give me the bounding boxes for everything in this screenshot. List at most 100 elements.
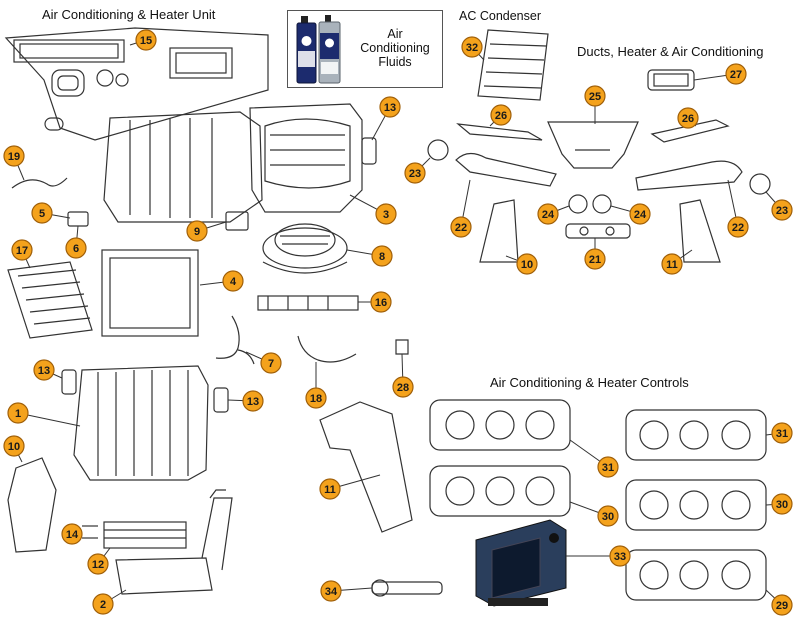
callout-13[interactable]: 13 [242,390,264,412]
callout-30[interactable]: 30 [597,505,619,527]
section-title-ac-condenser: AC Condenser [459,9,541,23]
callout-26[interactable]: 26 [490,104,512,126]
part-13-actuator-left [61,369,77,395]
part-13-actuator-right [213,387,229,413]
callout-18[interactable]: 18 [305,387,327,409]
callout-circle [135,29,157,51]
callout-number: 13 [38,365,50,377]
callout-23[interactable]: 23 [771,199,793,221]
callout-15[interactable]: 15 [135,29,157,51]
part-13-actuator [361,137,377,165]
callout-13[interactable]: 13 [33,359,55,381]
callout-6[interactable]: 6 [65,237,87,259]
callout-28[interactable]: 28 [392,376,414,398]
callout-number: 6 [73,243,79,255]
callout-32[interactable]: 32 [461,36,483,58]
callout-7[interactable]: 7 [260,352,282,374]
callout-number: 11 [324,484,336,496]
callout-14[interactable]: 14 [61,523,83,545]
callout-25[interactable]: 25 [584,85,606,107]
callout-circle [537,203,559,225]
callout-number: 19 [8,151,20,163]
callout-number: 10 [521,259,533,271]
callout-number: 9 [194,226,200,238]
callout-19[interactable]: 19 [3,145,25,167]
callout-24[interactable]: 24 [629,203,651,225]
callout-11[interactable]: 11 [319,478,341,500]
part-16-cabin-filter [257,295,359,311]
part-8-blower-motor [262,223,348,274]
callout-22[interactable]: 22 [727,216,749,238]
ac-fluids-label: Air Conditioning Fluids [360,27,430,69]
callout-4[interactable]: 4 [222,270,244,292]
callout-circle [727,216,749,238]
callout-number: 14 [66,529,79,541]
callout-number: 2 [100,599,106,611]
part-4-evaporator [101,249,199,337]
callout-26[interactable]: 26 [677,107,699,129]
callout-34[interactable]: 34 [320,580,342,602]
callout-10[interactable]: 10 [516,253,538,275]
callout-21[interactable]: 21 [584,248,606,270]
callout-17[interactable]: 17 [11,239,33,261]
callout-8[interactable]: 8 [371,245,393,267]
callout-number: 22 [455,222,467,234]
callout-31[interactable]: 31 [597,456,619,478]
callout-2[interactable]: 2 [92,593,114,615]
part-7-harness [215,315,255,365]
part-34-fitting [371,579,443,597]
callout-number: 26 [682,113,694,125]
part-24-vent-left [568,194,588,214]
callout-number: 5 [39,208,45,220]
callout-circle [7,402,29,424]
callout-circle [65,237,87,259]
callout-number: 33 [614,551,626,563]
part-23-vent-left [427,139,449,161]
callout-number: 11 [666,259,678,271]
callout-circle [597,456,619,478]
part-14-screws [82,525,98,539]
part-31-control-panel-right [625,409,767,461]
callout-number: 8 [379,251,385,263]
callout-number: 1 [15,408,21,420]
callout-number: 21 [589,254,601,266]
callout-16[interactable]: 16 [370,291,392,313]
callout-24[interactable]: 24 [537,203,559,225]
part-27-vent [647,69,695,91]
part-5-switch [67,211,89,227]
callout-33[interactable]: 33 [609,545,631,567]
callout-number: 25 [589,91,601,103]
callout-11[interactable]: 11 [661,253,683,275]
callout-circle [597,505,619,527]
ac-fluids-box[interactable]: Air Conditioning Fluids [287,10,443,88]
callout-9[interactable]: 9 [186,220,208,242]
callout-number: 27 [730,69,742,81]
callout-12[interactable]: 12 [87,553,109,575]
callout-number: 13 [247,396,259,408]
callout-3[interactable]: 3 [375,203,397,225]
callout-13[interactable]: 13 [379,96,401,118]
callout-circle [516,253,538,275]
callout-number: 4 [230,276,237,288]
part-30-control-panel-left [429,465,571,517]
callout-5[interactable]: 5 [31,202,53,224]
callout-22[interactable]: 22 [450,216,472,238]
callout-31[interactable]: 31 [771,422,793,444]
callout-circle [490,104,512,126]
callout-circle [92,593,114,615]
callout-circle [771,493,793,515]
part-29-control-panel-right [625,549,767,601]
callout-27[interactable]: 27 [725,63,747,85]
callout-1[interactable]: 1 [7,402,29,424]
callout-circle [33,359,55,381]
part-22-duct-right [635,160,743,191]
callout-circle [31,202,53,224]
part-31-control-panel-left [429,399,571,451]
callout-30[interactable]: 30 [771,493,793,515]
callout-23[interactable]: 23 [404,162,426,184]
callout-circle [677,107,699,129]
callout-10[interactable]: 10 [3,435,25,457]
callout-29[interactable]: 29 [771,594,793,616]
